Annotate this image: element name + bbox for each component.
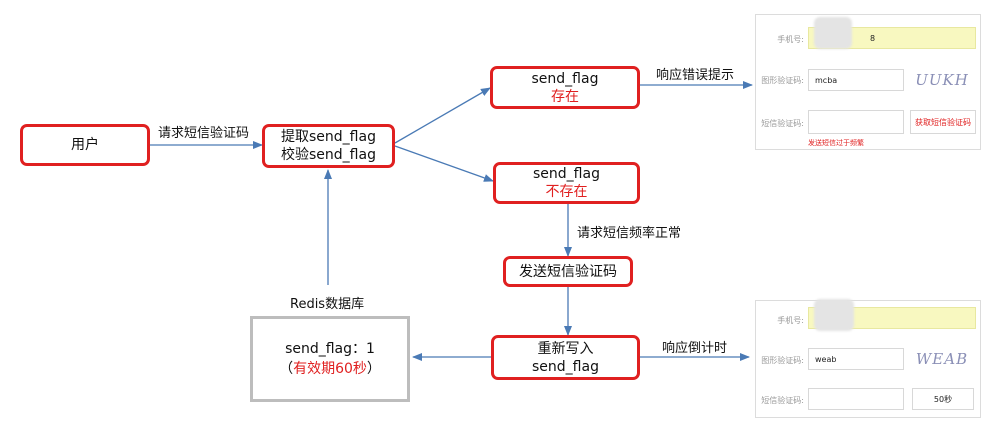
flag-not-exists-status: 不存在	[545, 184, 588, 200]
send-code-node: 发送短信验证码	[503, 256, 633, 287]
redis-ttl: 有效期60秒	[293, 361, 367, 377]
flag-exists-title: send_flag	[531, 70, 599, 87]
rewrite-flag-label: send_flag	[532, 358, 599, 375]
redis-ttl-open: （	[279, 361, 294, 377]
extract-label: 提取send_flag	[281, 129, 376, 145]
edge-label-frequency-ok: 请求短信频率正常	[577, 226, 682, 241]
phone-label: 手机号:	[777, 35, 804, 44]
redis-store-node: send_flag：1 （有效期60秒）	[250, 316, 410, 402]
phone-redaction	[814, 17, 852, 49]
phone-redaction	[814, 299, 854, 331]
phone-value-tail: 8	[870, 33, 876, 43]
arrow-extract-to-notexists	[394, 145, 494, 182]
flag-exists-status: 存在	[551, 88, 579, 105]
captcha-label: 图形验证码:	[761, 356, 804, 365]
captcha-image[interactable]: UUKH	[912, 67, 972, 93]
user-label: 用户	[71, 137, 99, 153]
error-message: 发送短信过于频繁	[808, 139, 864, 147]
verify-label: 校验send_flag	[281, 147, 376, 163]
redis-key-value: send_flag：1	[285, 341, 375, 357]
edge-label-request-code: 请求短信验证码	[158, 126, 250, 141]
redis-ttl-line: （有效期60秒）	[279, 359, 381, 379]
flag-exists-node: send_flag 存在	[490, 66, 640, 109]
sms-field[interactable]	[808, 388, 904, 410]
captcha-image-text: WEAB	[915, 350, 969, 368]
send-code-label: 发送短信验证码	[519, 263, 617, 280]
captcha-value: weab	[815, 354, 837, 364]
rewrite-flag-node: 重新写入 send_flag	[491, 335, 640, 380]
flag-not-exists-title: send_flag	[533, 166, 600, 182]
sms-field[interactable]	[808, 110, 904, 134]
edge-label-error-response: 响应错误提示	[656, 68, 735, 83]
captcha-label: 图形验证码:	[761, 76, 804, 85]
get-code-button[interactable]: 获取短信验证码	[910, 110, 976, 134]
edge-label-countdown-response: 响应倒计时	[662, 341, 728, 356]
sms-label: 短信验证码:	[761, 119, 804, 128]
sms-label: 短信验证码:	[761, 396, 804, 405]
edge-label-redis-db: Redis数据库	[290, 297, 365, 312]
phone-label: 手机号:	[777, 316, 804, 325]
error-form-panel: 手机号: 8 图形验证码: mcba UUKH 短信验证码: 获取短信验证码 发…	[755, 14, 981, 150]
countdown-form-panel: 手机号: 图形验证码: weab WEAB 短信验证码: 50秒	[755, 299, 981, 418]
captcha-value: mcba	[815, 75, 838, 85]
flag-not-exists-node: send_flag 不存在	[493, 162, 640, 204]
extract-verify-node: 提取send_flag 校验send_flag	[262, 124, 395, 168]
user-node: 用户	[20, 124, 150, 166]
captcha-field[interactable]: weab	[808, 348, 904, 370]
rewrite-label: 重新写入	[537, 340, 594, 357]
countdown-button[interactable]: 50秒	[912, 388, 974, 410]
redis-ttl-close: ）	[366, 361, 381, 377]
arrow-extract-to-exists	[394, 87, 491, 144]
captcha-image-text: UUKH	[915, 71, 969, 89]
captcha-image[interactable]: WEAB	[910, 346, 974, 372]
captcha-field[interactable]: mcba	[808, 69, 904, 91]
